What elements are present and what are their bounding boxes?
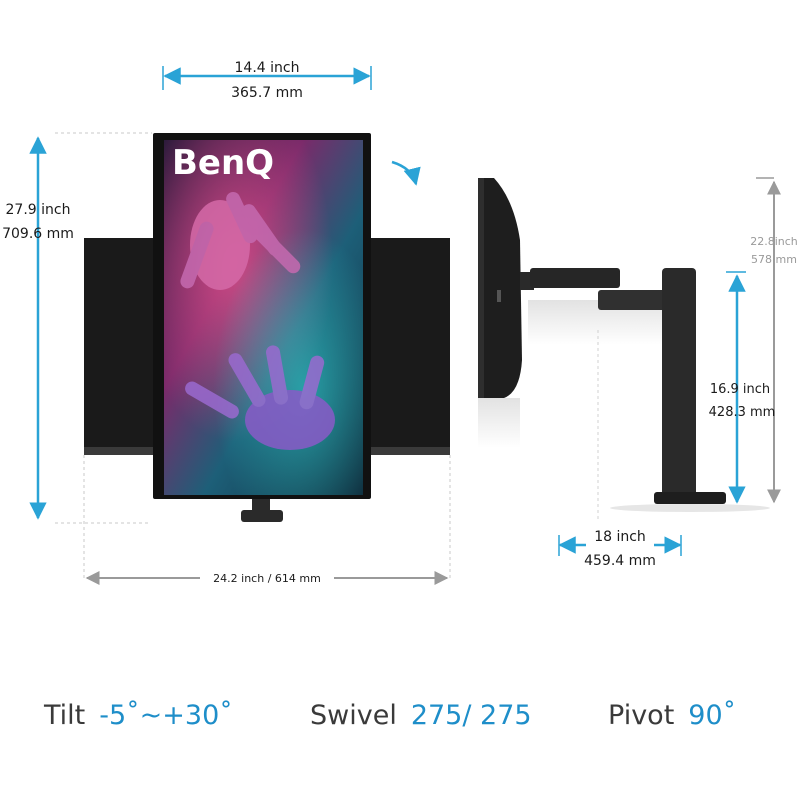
width-mm-label: 365.7 mm: [231, 85, 303, 101]
swivel-spec: Swivel 275/ 275: [310, 700, 532, 750]
brand-logo: BenQ: [172, 143, 274, 183]
arm-lower: [598, 290, 672, 310]
pivot-label: Pivot: [608, 700, 675, 731]
stand-base: [654, 492, 726, 504]
tilt-spec: Tilt -5˚~+30˚: [44, 700, 233, 750]
max-height-mm-label: 578 mm: [751, 253, 797, 266]
width-inch-label: 14.4 inch: [235, 60, 300, 76]
tilt-value: -5˚~+30˚: [99, 700, 233, 731]
arm-height-inch-label: 16.9 inch: [710, 382, 770, 397]
monitor-side-profile: [478, 178, 522, 398]
swivel-label: Swivel: [310, 700, 397, 731]
max-height-inch-label: 22.8inch: [750, 235, 798, 248]
side-view: 22.8inch 578 mm 16.9 inch 428.3 mm 18 in…: [478, 177, 798, 569]
monitor-reflection: [478, 398, 520, 448]
arm-upper: [530, 268, 620, 288]
tilt-label: Tilt: [44, 700, 86, 731]
curved-arrow-icon: [391, 160, 421, 186]
height-mm-label: 709.6 mm: [2, 226, 74, 242]
arm-height-mm-label: 428.3 mm: [709, 405, 776, 420]
monitor-stand-base: [241, 510, 283, 522]
pivot-value: 90˚: [688, 700, 737, 731]
height-inch-label: 27.9 inch: [6, 202, 71, 218]
reach-mm-label: 459.4 mm: [584, 553, 656, 569]
total-width-label: 24.2 inch / 614 mm: [213, 572, 321, 585]
swivel-value: 275/ 275: [410, 700, 532, 731]
hands-artwork: [180, 191, 335, 450]
pivot-spec: Pivot 90˚: [608, 700, 736, 750]
monitor-stand-neck: [252, 499, 270, 513]
front-view: BenQ 14.4 inch 365.7 mm 27.9 inch 709.6 …: [2, 60, 451, 585]
stand-pole: [662, 268, 696, 496]
reach-inch-label: 18 inch: [594, 529, 646, 545]
